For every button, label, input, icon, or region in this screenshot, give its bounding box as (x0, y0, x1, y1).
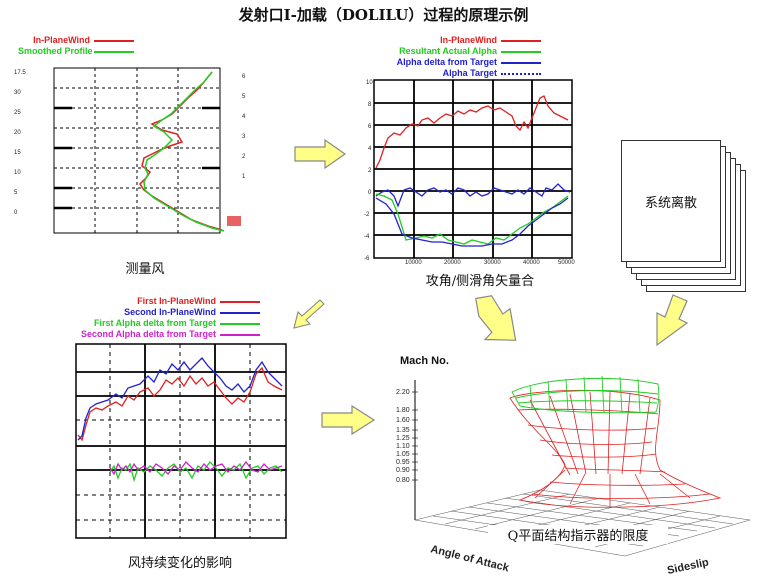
svg-text:0.90: 0.90 (396, 467, 410, 474)
svg-text:0.80: 0.80 (396, 477, 410, 484)
svg-text:4: 4 (368, 146, 372, 152)
svg-text:6: 6 (368, 124, 372, 130)
figure-title: 发射口I-加载（DOLILU）过程的原理示例 (238, 6, 529, 24)
surface-chart: 2.20 1.80 1.60 1.35 1.25 1.10 1.05 0.95 … (396, 375, 751, 577)
svg-text:-2: -2 (364, 212, 370, 218)
svg-text:17.5: 17.5 (14, 70, 26, 76)
system-dispersion-label: 系统离散 (644, 195, 697, 211)
sideslip-label: Sideslip (666, 556, 710, 577)
wind-profile-chart: 17.5 30 25 20 15 10 5 0 6 5 4 3 2 1 (14, 67, 246, 234)
svg-text:2: 2 (368, 168, 372, 174)
persist-chart (75, 343, 287, 539)
alpha-x-ticks: 10000 20000 30000 40000 50000 (405, 260, 575, 266)
svg-text:20000: 20000 (444, 260, 461, 266)
legend-item-first-alpha-delta: First Alpha delta from Target (36, 318, 260, 329)
wind-legend: In-PlaneWind Smoothed Profile (18, 35, 134, 57)
svg-text:2: 2 (242, 154, 246, 160)
svg-text:1.25: 1.25 (396, 435, 410, 442)
svg-text:0: 0 (368, 190, 372, 196)
alpha-caption: 攻角/侧滑角矢量合 (425, 274, 535, 289)
svg-text:3: 3 (242, 134, 246, 140)
surface-z-ticks: 2.20 1.80 1.60 1.35 1.25 1.10 1.05 0.95 … (396, 389, 410, 484)
svg-text:10000: 10000 (405, 260, 422, 266)
svg-text:-6: -6 (364, 256, 370, 262)
legend-item-resultant-alpha: Resultant Actual Alpha (373, 46, 541, 57)
first-wind-line (77, 366, 283, 442)
alpha-chart: 10 8 6 4 2 0 -2 -4 -6 10000 20000 30000 … (364, 79, 575, 266)
surface-z-label: Mach No. (400, 355, 449, 367)
legend-item-in-plane-wind: In-PlaneWind (18, 35, 134, 46)
surface-floor-grid (414, 489, 751, 557)
system-dispersion-document: 系统离散 (621, 140, 721, 262)
surface-green-cap (511, 375, 660, 414)
svg-text:0.95: 0.95 (396, 459, 410, 466)
svg-text:-4: -4 (364, 234, 370, 240)
second-alpha-delta-line (109, 460, 283, 476)
persist-legend: First In-PlaneWind Second In-PlaneWind F… (36, 296, 260, 340)
alpha-y-ticks: 10 8 6 4 2 0 -2 -4 -6 (364, 80, 373, 262)
second-wind-line (77, 357, 283, 441)
arrow-down-2 (656, 294, 689, 347)
svg-text:1.60: 1.60 (396, 417, 410, 424)
svg-text:4: 4 (242, 114, 246, 120)
legend-item-first-wind: First In-PlaneWind (36, 296, 260, 307)
arrow-down-1 (475, 295, 517, 341)
svg-text:5: 5 (14, 190, 18, 196)
svg-text:10: 10 (14, 170, 21, 176)
legend-item-second-wind: Second In-PlaneWind (36, 307, 260, 318)
legend-item-alpha-delta: Alpha delta from Target (373, 57, 541, 68)
legend-item-smoothed-profile: Smoothed Profile (18, 46, 134, 57)
svg-text:40000: 40000 (523, 260, 540, 266)
svg-text:20: 20 (14, 130, 21, 136)
svg-text:50000: 50000 (558, 260, 575, 266)
svg-text:10: 10 (366, 80, 373, 86)
svg-text:1.80: 1.80 (396, 407, 410, 414)
alpha-target-line (375, 197, 569, 247)
svg-text:25: 25 (14, 110, 21, 116)
svg-text:1.35: 1.35 (396, 427, 410, 434)
arrow-down-left (293, 299, 325, 329)
surface-caption: Q平面结构指示器的限度 (488, 525, 668, 544)
svg-text:1: 1 (242, 174, 246, 180)
smoothed-profile-line (143, 71, 225, 232)
alpha-green-line (375, 193, 569, 245)
svg-text:1.10: 1.10 (396, 443, 410, 450)
arrow-right-1 (294, 138, 347, 170)
svg-text:6: 6 (242, 74, 246, 80)
legend-item-in-plane-wind-2: In-PlaneWind (373, 35, 541, 46)
svg-text:0: 0 (14, 210, 18, 216)
alpha-blue-line (375, 183, 571, 208)
arrow-right-2 (321, 404, 376, 436)
surface-red-mesh (509, 389, 722, 508)
svg-text:8: 8 (368, 102, 372, 108)
alpha-legend: In-PlaneWind Resultant Actual Alpha Alph… (373, 35, 541, 79)
svg-text:15: 15 (14, 150, 21, 156)
alpha-red-line (375, 95, 569, 169)
svg-text:30: 30 (14, 90, 21, 96)
svg-text:5: 5 (242, 94, 246, 100)
legend-item-alpha-target: Alpha Target (373, 68, 541, 79)
svg-text:2.20: 2.20 (396, 389, 410, 396)
svg-text:1.05: 1.05 (396, 451, 410, 458)
svg-text:30000: 30000 (484, 260, 501, 266)
angle-of-attack-label: Angle of Attack (429, 543, 511, 574)
persist-caption: 风持续变化的影响 (127, 556, 232, 571)
legend-item-second-alpha-delta: Second Alpha delta from Target (36, 329, 260, 340)
wind-caption: 测量风 (125, 262, 165, 277)
